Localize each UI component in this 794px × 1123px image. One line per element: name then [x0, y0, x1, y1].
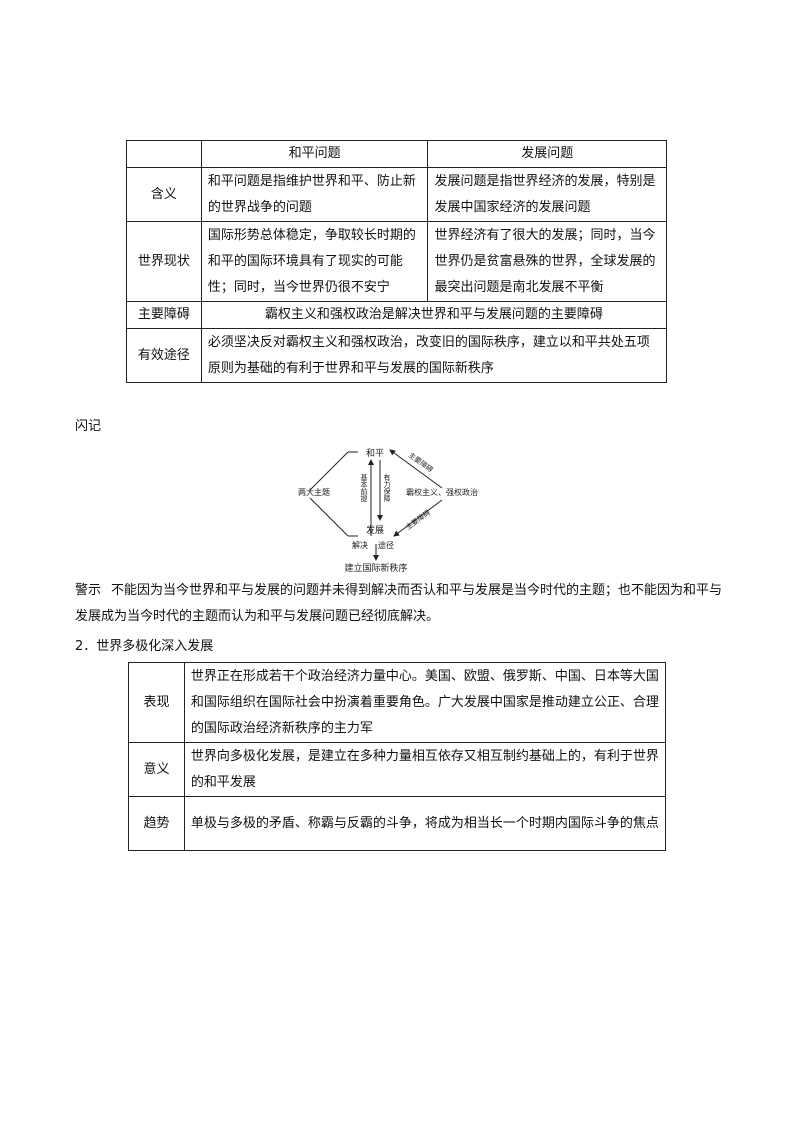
diagram-upper-obstacle-label: 主要障碍 [407, 450, 435, 474]
diagram-basic-premise: 基本前提 [360, 473, 368, 503]
diagram-left-node: 两大主题 [298, 487, 330, 497]
warning-paragraph: 警示不能因为当今世界和平与发展的问题并未得到解决而否认和平与发展是当今时代的主题… [75, 578, 725, 630]
diagram-top-node: 和平 [366, 448, 384, 459]
left-lower-line [309, 497, 349, 537]
development-cell: 世界经济有了很大的发展；同时，当今世界仍是贫富悬殊的世界，全球发展的最突出问题是… [427, 221, 667, 302]
diagram-strong-guarantee: 有力保障 [383, 473, 391, 503]
row-label: 趋势 [128, 796, 185, 851]
section-heading: 2．世界多极化深入发展 [75, 639, 214, 654]
header-cell-peace: 和平问题 [200, 140, 429, 168]
peace-cell: 和平问题是指维护世界和平、防止新的世界战争的问题 [200, 167, 429, 222]
warning-text: 不能因为当今世界和平与发展的问题并未得到解决而否认和平与发展是当今时代的主题；也… [75, 583, 723, 624]
table-row: 趋势 单极与多极的矛盾、称霸与反霸的斗争，将成为相当长一个时期内国际斗争的焦点 [128, 796, 667, 851]
row-label: 意义 [128, 742, 185, 797]
development-cell: 发展问题是指世界经济的发展，特别是发展中国家经济的发展问题 [427, 167, 667, 222]
diagram-bottom-node: 发展 [366, 524, 384, 536]
flash-label: 闪记 [75, 419, 102, 434]
row-text: 世界向多极化发展，是建立在多种力量相互依存又相互制约基础上的，有利于世界的和平发… [183, 742, 667, 797]
merged-cell: 必须坚决反对霸权主义和强权政治，改变旧的国际秩序，建立以和平共处五项原则为基础的… [200, 328, 668, 383]
peace-cell: 国际形势总体稳定，争取较长时期的和平的国际环境具有了现实的可能性；同时，当今世界… [200, 221, 429, 302]
diagram-path-label: 途径 [378, 540, 394, 550]
warning-label: 警示 [75, 583, 102, 598]
header-cell-empty [126, 140, 202, 168]
right-lower-arrow [393, 499, 443, 537]
table-row: 表现 世界正在形成若干个政治经济力量中心。美国、欧盟、俄罗斯、中国、日本等大国和… [128, 662, 667, 743]
merged-cell: 霸权主义和强权政治是解决世界和平与发展问题的主要障碍 [200, 301, 668, 329]
left-upper-line [309, 451, 349, 491]
row-label: 含义 [126, 167, 202, 222]
right-upper-arrow [389, 449, 443, 489]
row-label: 有效途径 [126, 328, 202, 383]
table-row: 有效途径 必须坚决反对霸权主义和强权政治，改变旧的国际秩序，建立以和平共处五项原… [126, 328, 668, 383]
table-header-row: 和平问题 发展问题 [126, 140, 667, 168]
row-label: 世界现状 [126, 221, 202, 302]
peace-development-diagram: 和平 发展 两大主题 霸权主义、强权政治 主要障碍 主要障碍 基本前提 有力保障… [298, 448, 478, 574]
table-row: 意义 世界向多极化发展，是建立在多种力量相互依存又相互制约基础上的，有利于世界的… [128, 742, 667, 797]
header-cell-development: 发展问题 [427, 140, 667, 168]
diagram-result-node: 建立国际新秩序 [344, 562, 407, 574]
row-label: 表现 [128, 662, 185, 743]
table-row: 主要障碍 霸权主义和强权政治是解决世界和平与发展问题的主要障碍 [126, 301, 668, 329]
table-row: 世界现状 国际形势总体稳定，争取较长时期的和平的国际环境具有了现实的可能性；同时… [126, 221, 667, 302]
table-row: 含义 和平问题是指维护世界和平、防止新的世界战争的问题 发展问题是指世界经济的发… [126, 167, 667, 222]
peace-development-table: 和平问题 发展问题 含义 和平问题是指维护世界和平、防止新的世界战争的问题 发展… [126, 140, 668, 383]
row-text: 单极与多极的矛盾、称霸与反霸的斗争，将成为相当长一个时期内国际斗争的焦点 [183, 796, 667, 851]
multipolarization-table: 表现 世界正在形成若干个政治经济力量中心。美国、欧盟、俄罗斯、中国、日本等大国和… [128, 662, 667, 851]
diagram-solve-label: 解决 [352, 540, 368, 550]
diagram-right-node: 霸权主义、强权政治 [406, 487, 478, 497]
row-text: 世界正在形成若干个政治经济力量中心。美国、欧盟、俄罗斯、中国、日本等大国和国际组… [183, 662, 667, 743]
diagram-lower-obstacle-label: 主要障碍 [404, 508, 432, 532]
row-label: 主要障碍 [126, 301, 202, 329]
